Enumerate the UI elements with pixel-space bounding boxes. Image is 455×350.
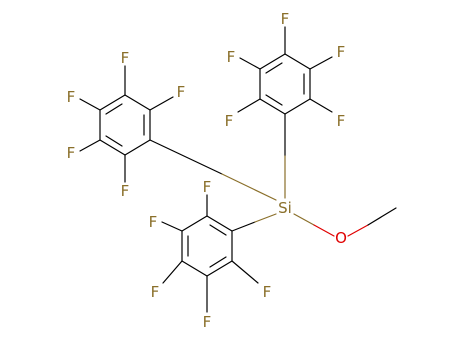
- double-bond: [209, 256, 227, 268]
- bond: [231, 260, 259, 284]
- fluorine-atom-label: F: [177, 83, 186, 101]
- bond: [99, 94, 126, 111]
- bond: [259, 98, 286, 115]
- bond: [206, 260, 233, 277]
- fluorine-atom-label: F: [149, 213, 158, 231]
- bond: [259, 53, 286, 70]
- fluorine-atom-label: F: [227, 48, 236, 66]
- fluorine-atom-label: F: [337, 112, 346, 130]
- fluorine-atom-label: F: [121, 49, 130, 67]
- bond-o-methyl: [347, 224, 369, 237]
- fluorine-atom-label: F: [337, 43, 346, 61]
- fluorine-atom-label: F: [151, 283, 160, 301]
- fluorine-atom-label: F: [203, 178, 212, 196]
- fluorine-atom-label: F: [203, 313, 212, 331]
- bond: [181, 260, 208, 277]
- fluorine-atom-label: F: [121, 182, 130, 200]
- bond: [79, 139, 101, 152]
- double-bond: [265, 62, 283, 74]
- double-bond: [209, 224, 227, 236]
- bond: [237, 98, 261, 113]
- silicon-bonds: [149, 113, 397, 237]
- bond: [124, 139, 151, 156]
- bond: [149, 96, 174, 111]
- bond: [99, 139, 126, 156]
- bond: [161, 221, 183, 232]
- oxygen-atom-label: O: [335, 229, 347, 247]
- double-bond: [105, 103, 123, 115]
- atom-labels: Si O F F F F F F F F F F F F F F F: [67, 10, 347, 331]
- silicon-atom-label: Si: [278, 199, 292, 217]
- bond: [309, 98, 333, 113]
- bond-ring-a-si: [221, 173, 277, 201]
- bond-ring-a-si: [149, 139, 223, 175]
- bond: [206, 215, 233, 232]
- bond-si-o: [313, 224, 335, 237]
- fluorine-atom-label: F: [263, 283, 272, 301]
- double-bond: [265, 94, 283, 106]
- double-bond: [105, 135, 123, 147]
- bond: [309, 56, 333, 70]
- bond: [284, 53, 311, 70]
- fluorine-atom-label: F: [67, 88, 76, 106]
- ring-b: [237, 26, 333, 115]
- bond: [124, 94, 151, 111]
- bond: [284, 98, 311, 115]
- fluorine-atom-label: F: [225, 112, 234, 130]
- bond: [79, 98, 101, 111]
- bond: [239, 57, 261, 70]
- bond-ring-c-si: [231, 221, 256, 232]
- bond: [162, 260, 183, 284]
- bond: [181, 215, 208, 232]
- bond-si-o: [293, 213, 315, 226]
- ring-a: [79, 65, 174, 183]
- bond-o-methyl: [367, 207, 397, 226]
- fluorine-atom-label: F: [281, 10, 290, 28]
- ring-c: [161, 194, 259, 313]
- bond-ring-c-si: [254, 213, 277, 223]
- fluorine-atom-label: F: [67, 144, 76, 162]
